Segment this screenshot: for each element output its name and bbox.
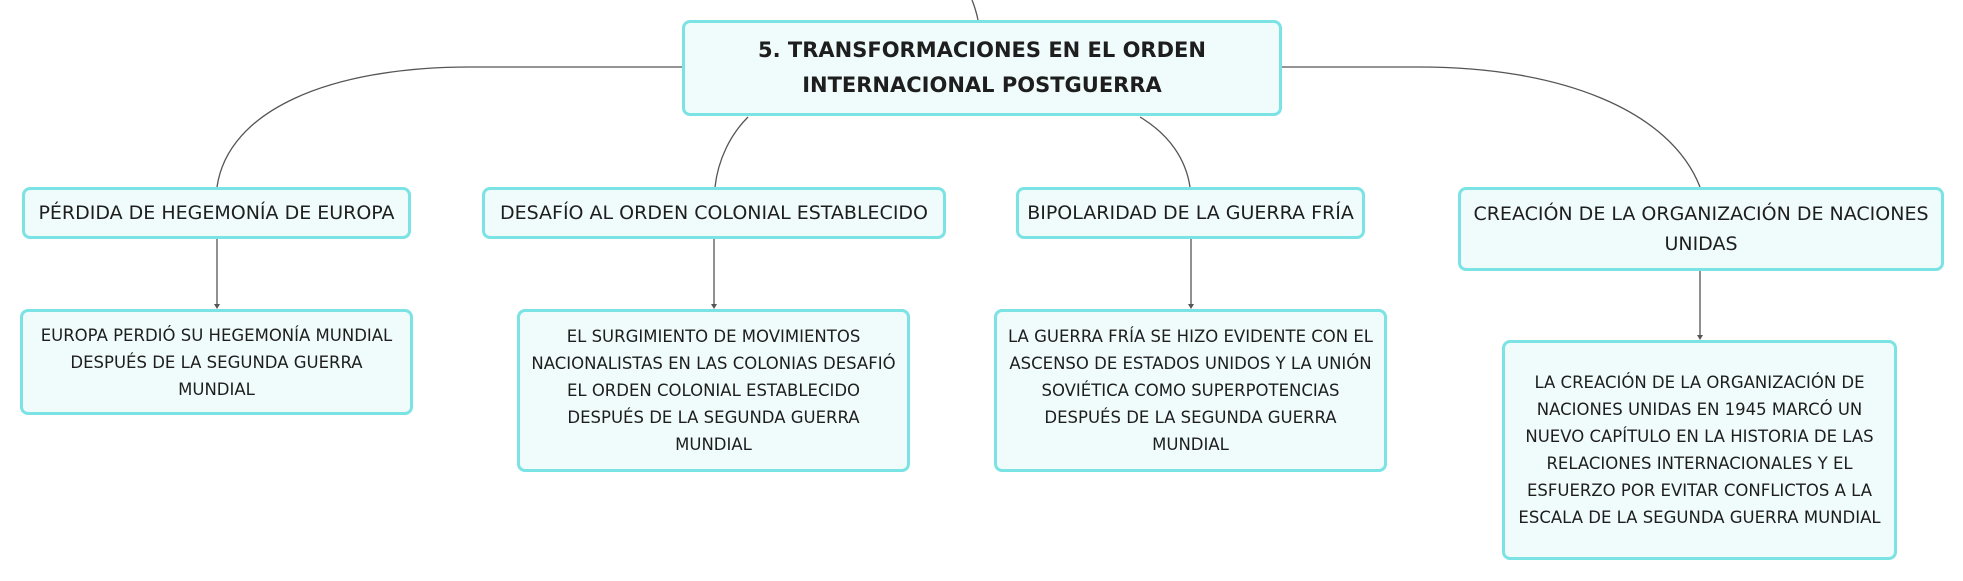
- topic-node-united-nations[interactable]: CREACIÓN DE LA ORGANIZACIÓN DE NACIONES …: [1458, 187, 1944, 271]
- detail-node-europe-hegemony[interactable]: EUROPA PERDIÓ SU HEGEMONÍA MUNDIAL DESPU…: [20, 309, 413, 415]
- connector-root-topic-4: [1282, 66, 1701, 188]
- topic-node-cold-war-bipolarity[interactable]: BIPOLARIDAD DE LA GUERRA FRÍA: [1016, 187, 1365, 239]
- detail-node-colonial-order[interactable]: EL SURGIMIENTO DE MOVIMIENTOS NACIONALIS…: [517, 309, 910, 472]
- topic-label: BIPOLARIDAD DE LA GUERRA FRÍA: [1027, 202, 1354, 224]
- root-label: 5. TRANSFORMACIONES EN EL ORDEN INTERNAC…: [758, 38, 1206, 97]
- topic-label: CREACIÓN DE LA ORGANIZACIÓN DE NACIONES …: [1473, 203, 1929, 255]
- topic-label: PÉRDIDA DE HEGEMONÍA DE EUROPA: [38, 202, 395, 224]
- detail-text: EUROPA PERDIÓ SU HEGEMONÍA MUNDIAL DESPU…: [40, 325, 393, 399]
- connector-upper-parent: [971, 0, 979, 21]
- detail-text: LA GUERRA FRÍA SE HIZO EVIDENTE CON EL A…: [1007, 327, 1373, 454]
- detail-text: EL SURGIMIENTO DE MOVIMIENTOS NACIONALIS…: [531, 327, 896, 454]
- detail-node-united-nations[interactable]: LA CREACIÓN DE LA ORGANIZACIÓN DE NACION…: [1502, 340, 1897, 560]
- detail-node-cold-war-bipolarity[interactable]: LA GUERRA FRÍA SE HIZO EVIDENTE CON EL A…: [994, 309, 1387, 472]
- topic-label: DESAFÍO AL ORDEN COLONIAL ESTABLECIDO: [499, 202, 929, 224]
- topic-node-europe-hegemony[interactable]: PÉRDIDA DE HEGEMONÍA DE EUROPA: [22, 187, 411, 239]
- topic-node-colonial-order[interactable]: DESAFÍO AL ORDEN COLONIAL ESTABLECIDO: [482, 187, 946, 239]
- connector-root-topic-2: [714, 116, 749, 188]
- connector-root-topic-1: [216, 66, 682, 188]
- root-node[interactable]: 5. TRANSFORMACIONES EN EL ORDEN INTERNAC…: [682, 20, 1282, 116]
- detail-text: LA CREACIÓN DE LA ORGANIZACIÓN DE NACION…: [1518, 373, 1881, 527]
- connector-root-topic-3: [1139, 116, 1191, 188]
